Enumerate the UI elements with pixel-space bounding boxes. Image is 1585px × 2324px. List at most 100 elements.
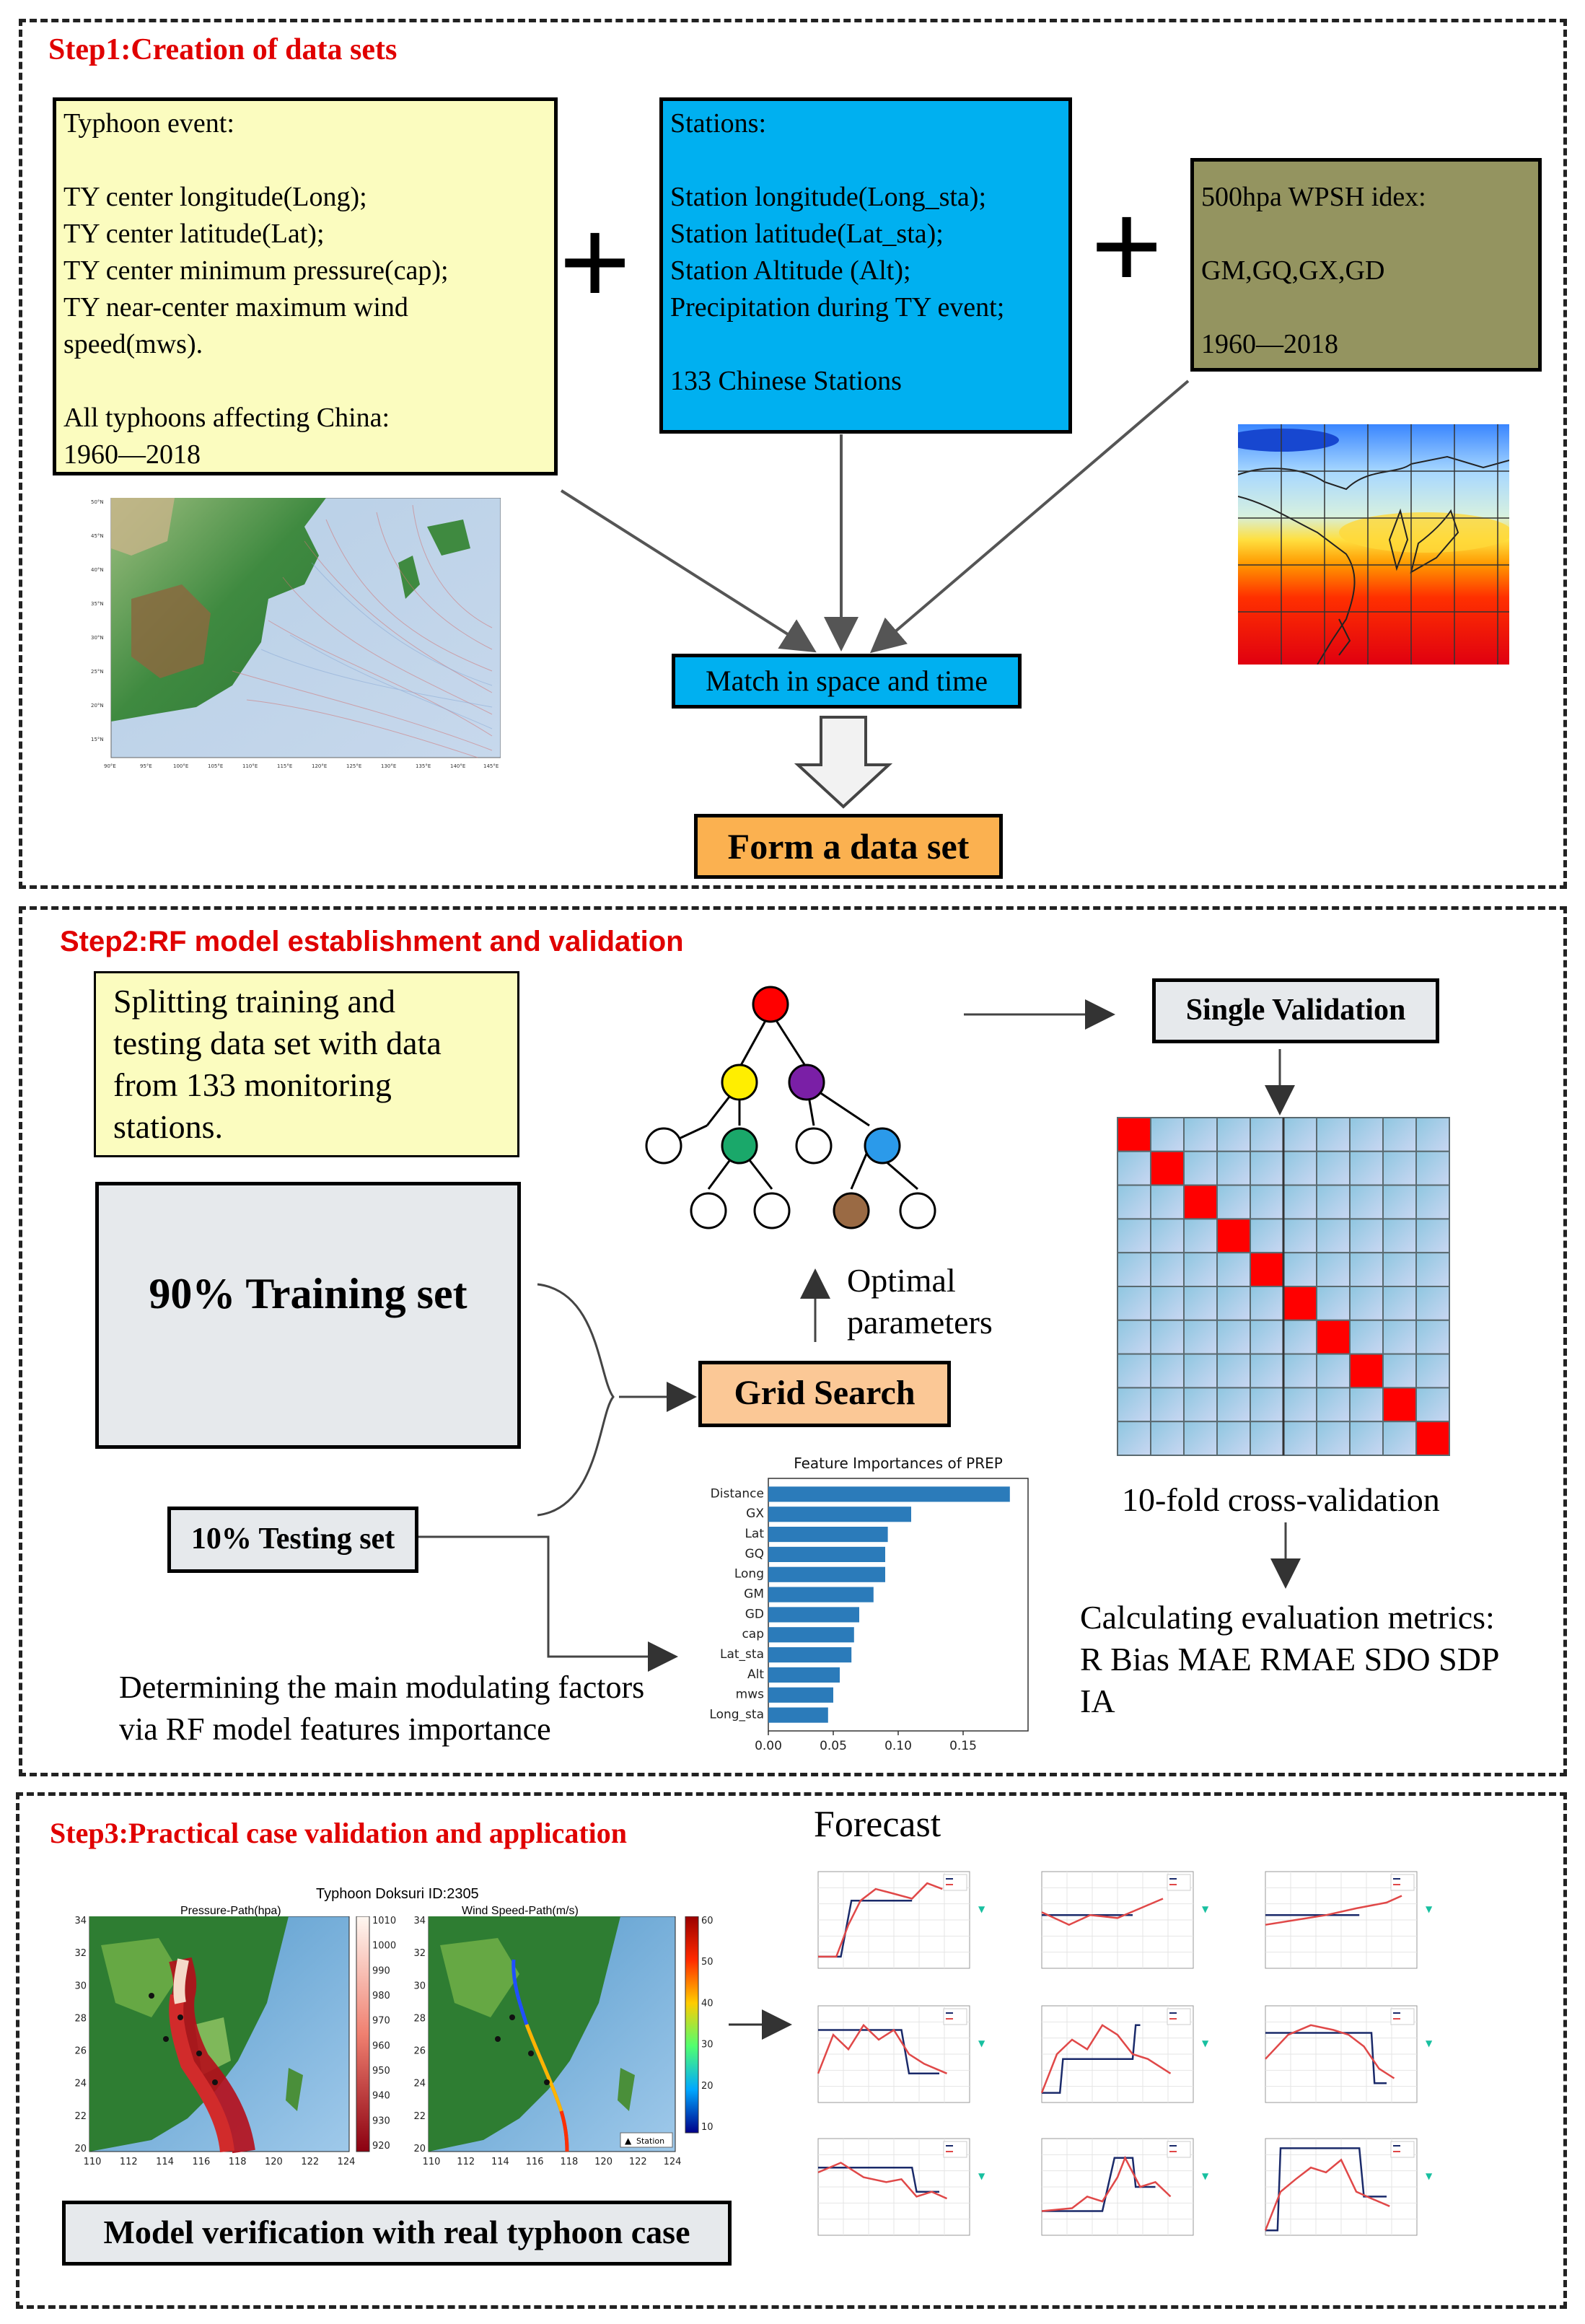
tick-label: 24 (74, 2079, 87, 2090)
forecast-line (1265, 2024, 1395, 2079)
svg-text:50°N: 50°N (91, 499, 104, 505)
bar-label-mws: mws (736, 1688, 764, 1702)
wind-title: Wind Speed-Path(m/s) (462, 1905, 579, 1917)
tick-label: 122 (629, 2157, 647, 2167)
training-fold-cell (1216, 1286, 1251, 1321)
tick-label: 110 (84, 2157, 102, 2167)
text-line: Stations: (670, 108, 767, 139)
training-fold-cell (1150, 1184, 1185, 1220)
chart-bg (1023, 1862, 1225, 1983)
training-fold-cell (1183, 1218, 1218, 1254)
chart-bg (1247, 1996, 1449, 2117)
text-line: GM,GQ,GX,GD (1201, 255, 1385, 286)
tick-label: 114 (156, 2157, 174, 2167)
bar-mws (768, 1687, 833, 1703)
training-fold-cell (1183, 1252, 1218, 1287)
grid-search-box: Grid Search (698, 1361, 951, 1427)
bar-Long_sta (768, 1707, 828, 1723)
text-line: Determining the main modulating factors (119, 1670, 645, 1705)
forecast-chart: ▼ (1247, 1862, 1449, 1983)
bar-GD (768, 1607, 859, 1623)
observed-line (1042, 2157, 1156, 2212)
forecast-line (1264, 2158, 1390, 2231)
forecast-line (817, 2162, 948, 2200)
tick-label: 26 (413, 2046, 426, 2057)
tick-label: 28 (74, 2013, 87, 2024)
svg-text:▲: ▲ (625, 2136, 632, 2146)
chart-bg (799, 1996, 1001, 2117)
tick-label: 32 (413, 1948, 426, 1959)
x-tick-label: 0.05 (820, 1739, 847, 1753)
svg-text:110°E: 110°E (242, 763, 258, 769)
form-data-set-box: Form a data set (694, 814, 1003, 879)
training-fold-cell (1349, 1150, 1384, 1186)
tick-label: 124 (664, 2157, 682, 2167)
training-fold-cell (1316, 1421, 1351, 1457)
tick-label: 28 (413, 2013, 426, 2024)
text-line: Typhoon event: (63, 108, 234, 139)
text-line: parameters (847, 1304, 993, 1341)
svg-text:135°E: 135°E (416, 763, 431, 769)
bar-label-Lat_sta: Lat_sta (720, 1647, 764, 1662)
svg-text:35°N: 35°N (91, 601, 104, 607)
tick-label: 24 (413, 2079, 426, 2090)
observed-line (818, 2166, 939, 2193)
grid-search-label: Grid Search (734, 1374, 916, 1412)
typhoon-event-lines: Typhoon event: TY center longitude(Long)… (63, 105, 547, 473)
station-legend: Station (636, 2136, 664, 2146)
svg-text:40°N: 40°N (91, 567, 104, 573)
tick-label: 114 (491, 2157, 509, 2167)
tick-label: 50 (701, 1957, 714, 1968)
training-fold-cell (1183, 1421, 1218, 1457)
forecast-chart: ▼ (799, 1862, 1001, 1983)
forecast-chart: ▼ (1023, 2128, 1225, 2250)
chart-bg (799, 1862, 1001, 1983)
case-title: Typhoon Doksuri ID:2305 (316, 1886, 479, 1902)
svg-text:25°N: 25°N (91, 669, 104, 675)
stations-lines: Stations: Station longitude(Long_sta);St… (670, 105, 1061, 400)
training-fold-cell (1183, 1387, 1218, 1423)
training-fold-cell (1150, 1421, 1185, 1457)
tick-label: 120 (265, 2157, 283, 2167)
tick-label: 30 (74, 1981, 87, 1991)
text-line: Optimal (847, 1262, 956, 1299)
x-tick-label: 0.00 (755, 1739, 782, 1753)
text-line: speed(mws). (63, 329, 203, 359)
plus-sign-2: + (1091, 177, 1163, 315)
text-line: Station latitude(Lat_sta); (670, 219, 944, 249)
training-fold-cell (1382, 1421, 1417, 1457)
marker-glyph: ▼ (1202, 1904, 1209, 1914)
tick-label: 34 (413, 1916, 426, 1926)
text-line: from 133 monitoring (113, 1066, 392, 1103)
wpsh-index-box: 500hpa WPSH idex: GM,GQ,GX,GD 1960—2018 (1190, 158, 1542, 372)
tick-label: 990 (372, 1965, 390, 1976)
forecast-line (1041, 2155, 1172, 2212)
tick-label: 980 (372, 1991, 390, 2001)
tick-label: 20 (413, 2144, 426, 2154)
svg-text:30°N: 30°N (91, 635, 104, 641)
tick-label: 112 (457, 2157, 475, 2167)
marker-glyph: ▼ (978, 1904, 985, 1914)
marker-glyph: ▼ (1426, 1904, 1433, 1914)
training-fold-cell (1283, 1319, 1317, 1355)
training-fold-cell (1349, 1218, 1384, 1254)
training-fold-cell (1183, 1150, 1218, 1186)
tick-label: 1000 (372, 1941, 396, 1952)
training-fold-cell (1415, 1117, 1450, 1152)
svg-text:90°E: 90°E (104, 763, 116, 769)
training-fold-cell (1250, 1286, 1284, 1321)
plus-sign-1: + (559, 193, 631, 330)
feature-importance-chart: Feature Importances of PREP DistanceGXLa… (709, 1455, 1029, 1753)
chart-bg (1023, 2128, 1225, 2250)
text-line: Splitting training and (113, 983, 395, 1020)
bar-label-Distance: Distance (711, 1486, 764, 1501)
training-fold-cell (1349, 1319, 1384, 1355)
training-fold-cell (1349, 1117, 1384, 1152)
text-line: TY near-center maximum wind (63, 292, 408, 323)
bar-GX (768, 1507, 911, 1522)
text-line: Calculating evaluation metrics: (1080, 1599, 1495, 1636)
tick-label: 118 (560, 2157, 578, 2167)
